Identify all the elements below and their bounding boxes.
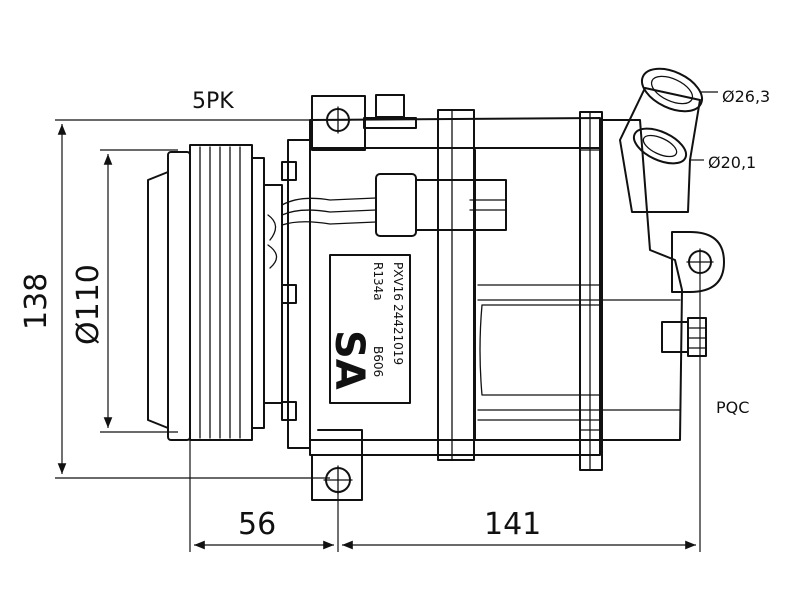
plate-code: B606 [371, 346, 385, 377]
dim-56-label: 56 [238, 507, 276, 542]
plate-brand: SA [326, 330, 372, 390]
dimensions [55, 91, 718, 552]
fitting-label: PQC [716, 398, 749, 417]
inlet-diameter-label: Ø20,1 [708, 153, 756, 172]
clutch-connector [281, 173, 507, 237]
compressor-body [281, 109, 683, 471]
plate-model: PXV16 [391, 262, 405, 301]
plate-refrigerant: R134a [371, 262, 385, 301]
ports [619, 67, 707, 357]
plate-part-number: 24421019 [391, 304, 405, 365]
outlet-diameter-label: Ø26,3 [722, 87, 770, 106]
dim-141-label: 141 [484, 507, 541, 542]
pulley-diameter-label: Ø110 [71, 264, 106, 345]
belt-profile-label: 5PK [192, 89, 234, 114]
height-dimension-label: 138 [19, 273, 54, 330]
name-plate: PXV16 24421019 R134a B606 SA [326, 254, 411, 404]
pulley-assembly [147, 144, 283, 441]
